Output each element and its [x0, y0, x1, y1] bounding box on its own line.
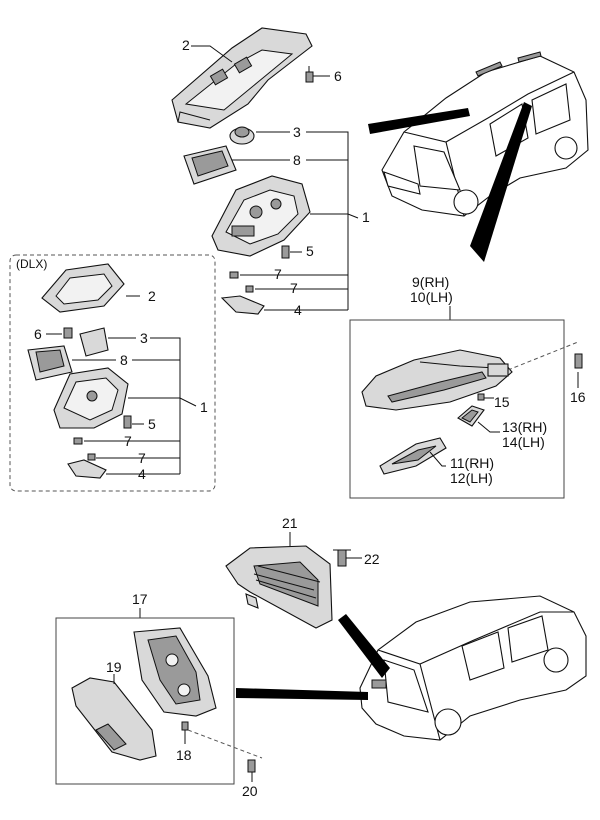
label-6: 6: [334, 68, 342, 84]
dlx-label-2: 2: [148, 288, 156, 304]
bracket-icon: [67, 459, 107, 479]
dlx-label-5: 5: [148, 416, 156, 432]
overhead-console-housing-icon: [211, 175, 311, 257]
lamp-lens-icon: [457, 405, 485, 427]
dlx-box: [9, 254, 216, 492]
screw-icon: [123, 415, 132, 429]
lens-cover-icon: [379, 437, 447, 475]
map-lamp-icon: [361, 349, 513, 411]
label-1: 1: [362, 209, 370, 225]
dlx-label: (DLX): [16, 257, 47, 271]
label-19: 19: [106, 659, 122, 675]
label-18: 18: [176, 747, 192, 763]
dlx-label-3: 3: [140, 330, 148, 346]
label-7b: 7: [290, 280, 298, 296]
label-12: 12(LH): [450, 470, 493, 486]
bracket-icon: [220, 295, 265, 315]
license-lamp-lens-icon: [71, 677, 157, 761]
label-13: 13(RH): [502, 419, 547, 435]
label-4: 4: [294, 302, 302, 318]
label-20: 20: [242, 783, 258, 799]
license-lamp-housing-icon: [133, 627, 217, 717]
screw-icon: [305, 66, 314, 83]
label-10: 10(LH): [410, 289, 453, 305]
label-7a: 7: [274, 266, 282, 282]
bulb-socket-icon: [229, 126, 255, 145]
label-14: 14(LH): [502, 434, 545, 450]
screw-icon: [281, 245, 290, 259]
label-15: 15: [494, 394, 510, 410]
wire-connector-icon: [487, 363, 509, 377]
label-16: 16: [570, 389, 586, 405]
dlx-label-7b: 7: [138, 450, 146, 466]
label-17: 17: [132, 591, 148, 607]
label-5: 5: [306, 243, 314, 259]
license-lamp-box: [55, 617, 235, 785]
minivan-rear-icon: [359, 595, 587, 741]
dlx-label-7a: 7: [124, 433, 132, 449]
label-11: 11(RH): [450, 455, 494, 471]
screw-icon: [247, 759, 256, 773]
clip-icon: [477, 393, 485, 401]
clip-icon: [229, 271, 254, 293]
pointer-arrow-icon: [470, 102, 532, 262]
dlx-label-6: 6: [34, 326, 42, 342]
minivan-front-icon: [381, 51, 589, 217]
label-22: 22: [364, 551, 380, 567]
lamp-lens-icon: [27, 345, 73, 381]
map-lamp-box: [349, 319, 565, 499]
label-9: 9(RH): [412, 274, 449, 290]
bulb-socket-icon: [63, 327, 109, 357]
label-21: 21: [282, 515, 298, 531]
label-8: 8: [293, 152, 301, 168]
high-mount-stop-lamp-icon: [225, 545, 333, 629]
label-3: 3: [293, 124, 301, 140]
dlx-label-4: 4: [138, 466, 146, 482]
overhead-console-cover-icon: [41, 263, 125, 313]
dlx-label-8: 8: [120, 352, 128, 368]
label-2: 2: [182, 37, 190, 53]
pointer-arrow-icon: [368, 108, 470, 134]
lamp-lens-icon: [183, 145, 237, 185]
overhead-console-cover-icon: [171, 27, 313, 129]
screw-icon: [574, 353, 583, 369]
clip-icon: [181, 721, 189, 731]
overhead-console-housing-icon: [53, 367, 129, 429]
pointer-arrow-icon: [236, 688, 368, 700]
dlx-label-1: 1: [200, 399, 208, 415]
pointer-arrow-icon: [338, 614, 390, 678]
clip-icon: [73, 437, 96, 461]
